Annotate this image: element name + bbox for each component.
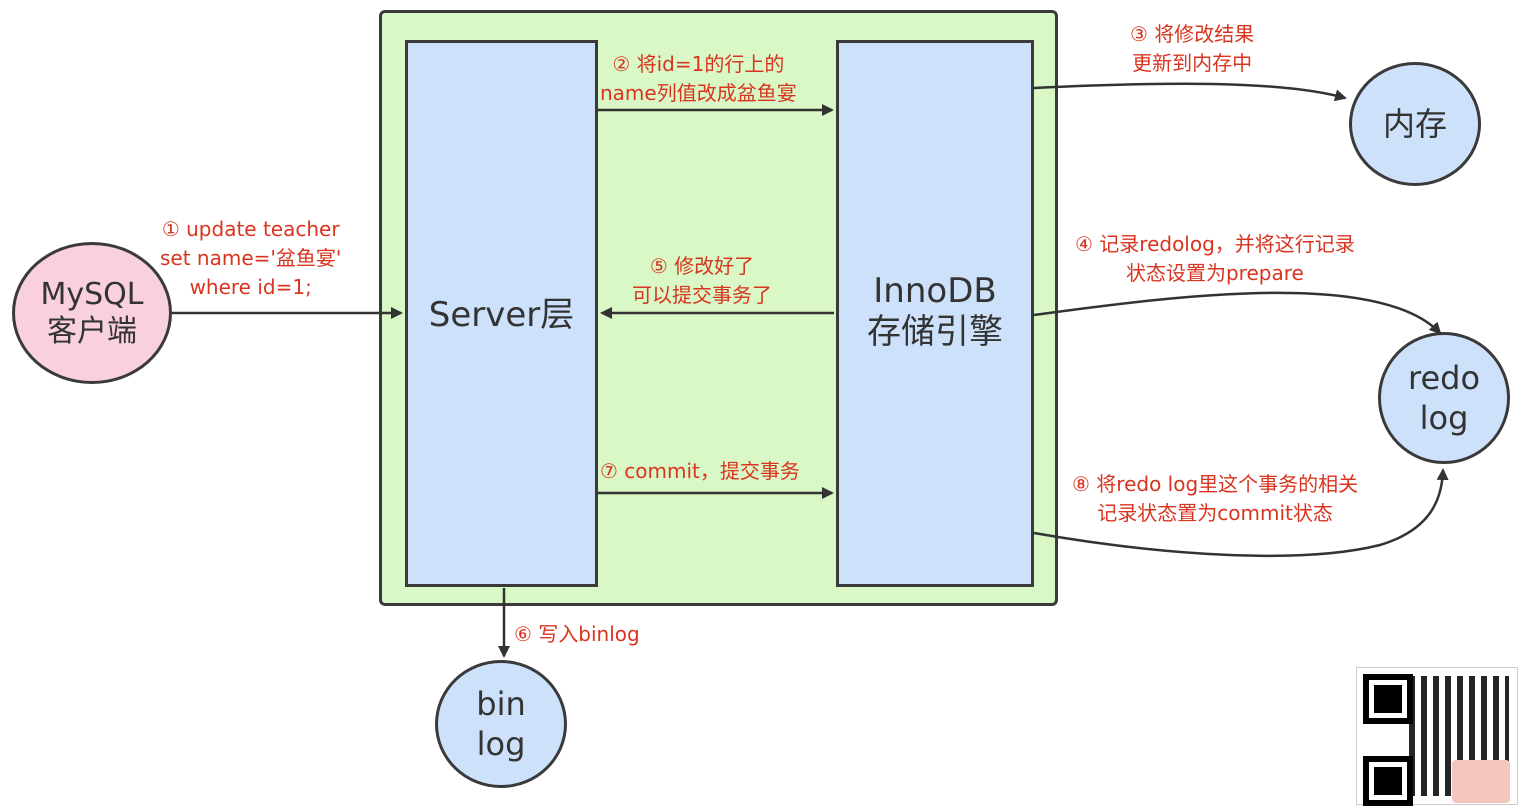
redo-log-node: redo log	[1378, 332, 1510, 464]
mysql-client-label-line-1: MySQL	[40, 276, 144, 312]
mysql-client-label-line-2: 客户端	[46, 314, 137, 349]
step-1-label: ① update teacher set name='盆鱼宴' where id…	[160, 215, 341, 302]
mysql-client-node: MySQL 客户端	[12, 242, 172, 384]
binlog-label-line-2: log	[476, 725, 526, 763]
arrow-innodb-to-memory	[1033, 82, 1347, 102]
server-layer-box: Server层	[405, 40, 598, 587]
step-7-label: ⑦ commit，提交事务	[600, 457, 800, 486]
step-6-line-1: ⑥ 写入binlog	[514, 622, 640, 646]
step-2-label: ② 将id=1的行上的 name列值改成盆鱼宴	[600, 50, 797, 108]
step-1-line-2: set name='盆鱼宴'	[160, 246, 342, 270]
qr-finder-top-left	[1363, 674, 1413, 724]
step-1-line-1: ① update teacher	[161, 217, 340, 241]
step-4-line-2: 状态设置为prepare	[1125, 261, 1304, 285]
binlog-node: bin log	[435, 660, 567, 788]
step-2-line-1: ② 将id=1的行上的	[612, 52, 785, 76]
step-3-line-2: 更新到内存中	[1132, 51, 1253, 75]
step-4-line-1: ④ 记录redolog，并将这行记录	[1075, 232, 1355, 256]
step-5-line-1: ⑤ 修改好了	[649, 254, 755, 278]
memory-label: 内存	[1382, 105, 1447, 143]
step-3-label: ③ 将修改结果 更新到内存中	[1130, 20, 1254, 78]
step-4-label: ④ 记录redolog，并将这行记录 状态设置为prepare	[1075, 230, 1355, 288]
redo-log-label-line-1: redo	[1407, 359, 1481, 397]
innodb-engine-box: InnoDB 存储引擎	[836, 40, 1034, 587]
step-5-line-2: 可以提交事务了	[632, 283, 772, 307]
step-2-line-2: name列值改成盆鱼宴	[600, 81, 797, 105]
innodb-engine-label-line-1: InnoDB	[873, 271, 997, 311]
step-1-line-3: where id=1;	[189, 275, 312, 299]
step-8-line-2: 记录状态置为commit状态	[1097, 501, 1333, 525]
step-7-line-1: ⑦ commit，提交事务	[600, 459, 800, 483]
step-5-label: ⑤ 修改好了 可以提交事务了	[632, 252, 772, 310]
presenter-avatar	[1452, 760, 1510, 803]
step-6-label: ⑥ 写入binlog	[514, 620, 640, 649]
step-8-line-1: ⑧ 将redo log里这个事务的相关	[1072, 472, 1359, 496]
redo-log-label-line-2: log	[1419, 399, 1469, 437]
innodb-engine-label-line-2: 存储引擎	[867, 311, 1003, 352]
qr-finder-bottom-left	[1363, 756, 1413, 806]
innodb-engine-label: InnoDB 存储引擎	[839, 271, 1031, 353]
arrow-innodb-to-redo-commit	[1033, 468, 1449, 558]
arrow-innodb-to-redo-prepare	[1033, 291, 1442, 335]
step-8-label: ⑧ 将redo log里这个事务的相关 记录状态置为commit状态	[1072, 470, 1358, 528]
memory-node: 内存	[1349, 62, 1481, 186]
step-3-line-1: ③ 将修改结果	[1130, 22, 1255, 46]
binlog-label-line-1: bin	[476, 685, 526, 723]
server-layer-label: Server层	[428, 295, 575, 335]
